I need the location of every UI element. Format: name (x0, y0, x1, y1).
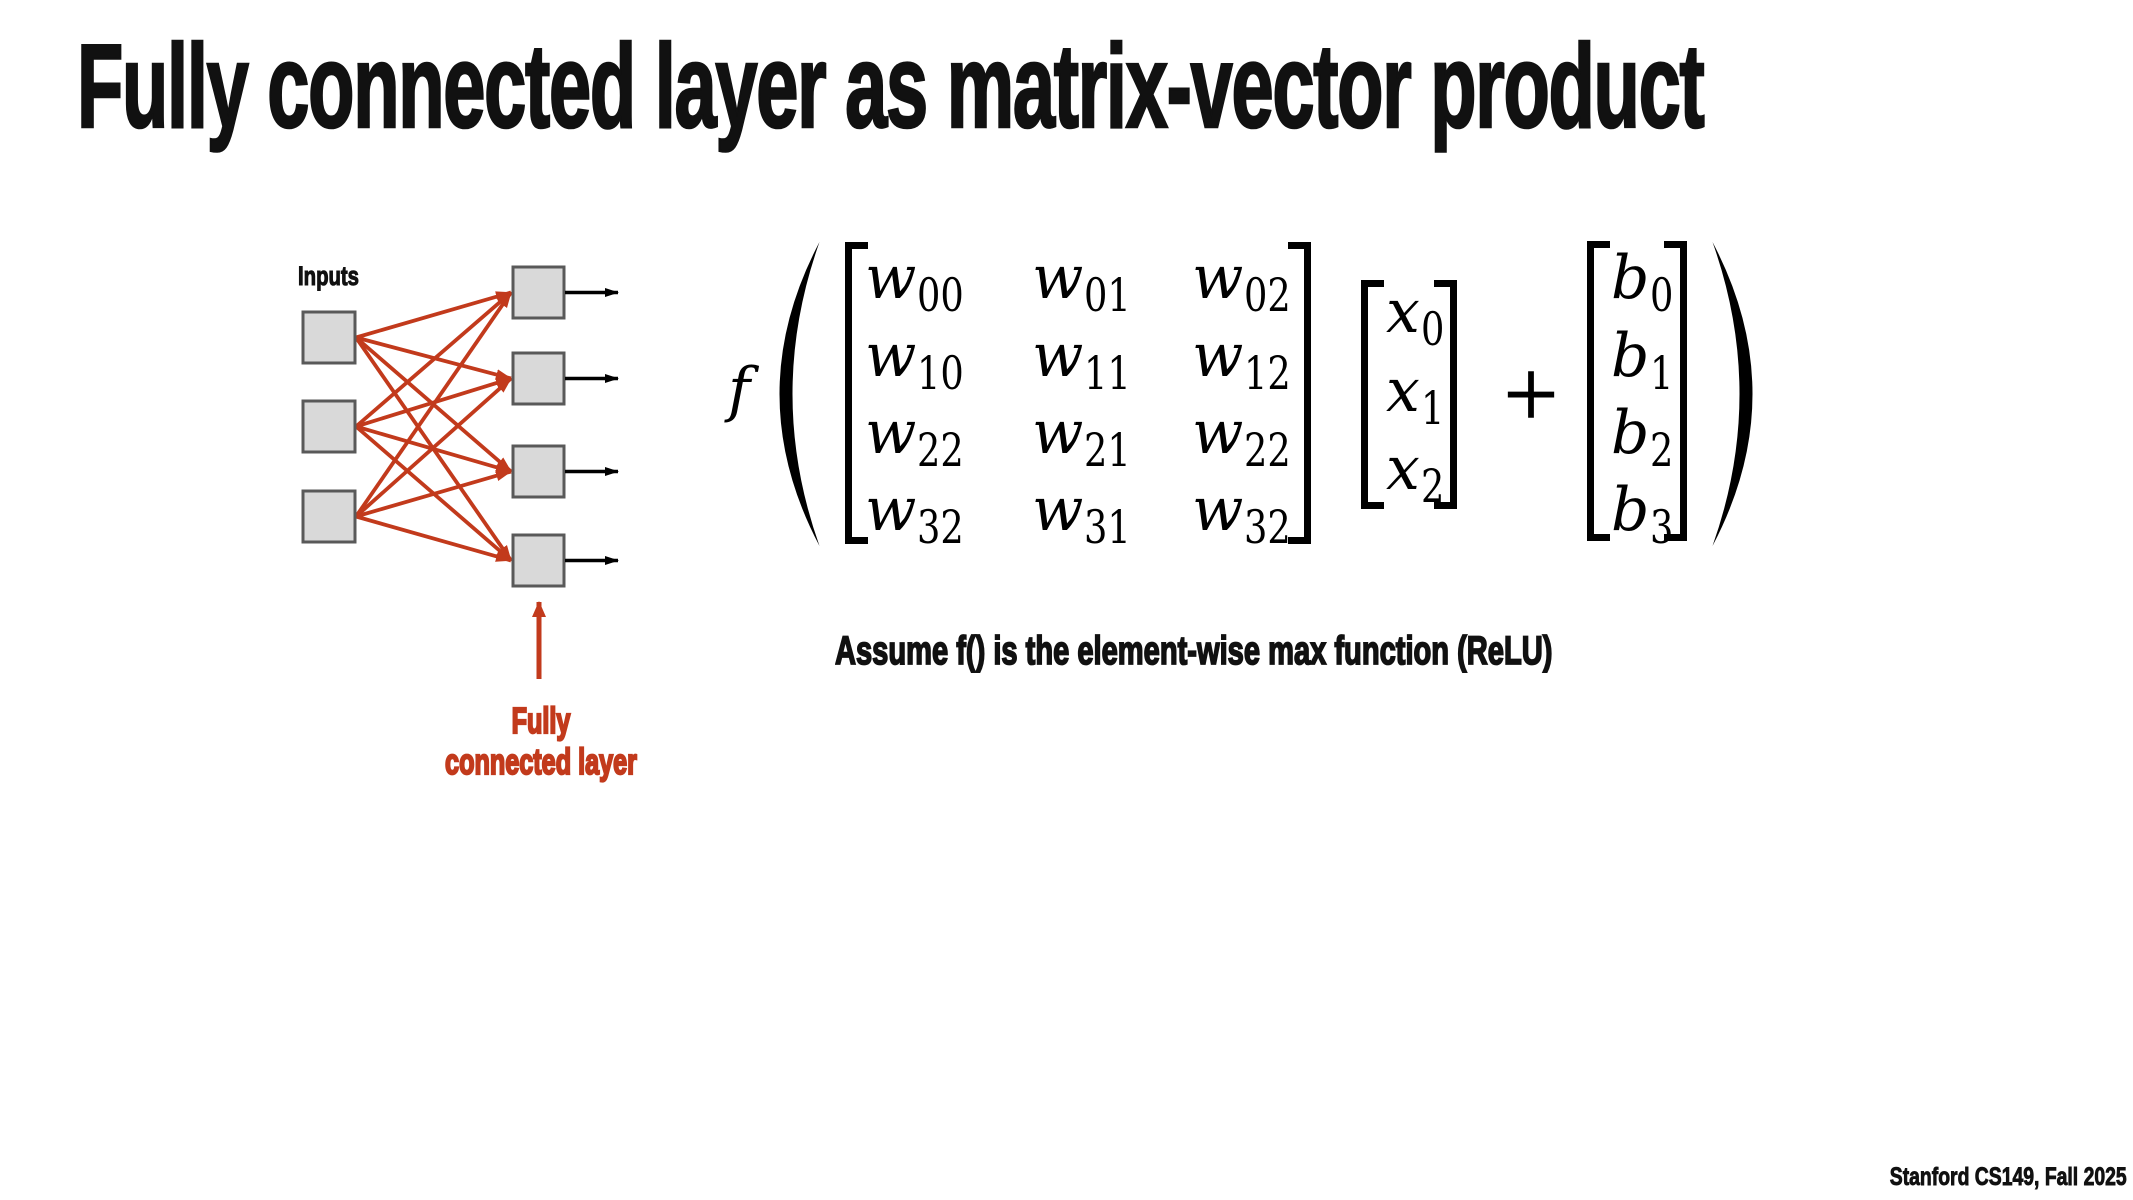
layer-label: Fully connected layer (436, 699, 646, 783)
output-arrows (565, 288, 619, 565)
x-left-bracket (1361, 280, 1384, 509)
input-node (301, 399, 357, 454)
matrix-left-bracket (845, 242, 868, 544)
network-diagram (301, 265, 619, 679)
b-cell: b0 (1611, 243, 1674, 322)
input-nodes (301, 310, 357, 544)
input-node (301, 310, 357, 365)
matrix-cell: w32 (1192, 475, 1292, 554)
matrix-cell: w21 (1032, 398, 1132, 477)
equation-f: f (728, 355, 751, 425)
output-node (511, 351, 566, 406)
inputs-label: Inputs (298, 261, 360, 291)
plus-sign: + (1500, 350, 1563, 436)
slide-title: Fully connected layer as matrix-vector p… (76, 20, 1705, 153)
right-paren (1712, 242, 1753, 546)
matrix-cell: w22 (1192, 398, 1292, 477)
b-left-bracket (1587, 241, 1610, 541)
x-cell: x1 (1386, 356, 1445, 435)
footer-credit: Stanford CS149, Fall 2025 (1890, 1163, 2128, 1191)
layer-label-line1: Fully (511, 699, 571, 742)
matrix-cell: w32 (865, 475, 965, 554)
matrix-cell: w00 (865, 243, 965, 322)
x-right-bracket (1434, 280, 1457, 509)
b-cell: b2 (1611, 398, 1674, 477)
left-paren (779, 242, 820, 546)
matrix-cell: w31 (1032, 475, 1132, 554)
input-node (301, 489, 357, 544)
matrix-cell: w12 (1192, 321, 1292, 400)
output-node (511, 265, 566, 320)
x-cell: x2 (1386, 434, 1445, 513)
connection-lines (354, 290, 513, 563)
matrix-cell: w01 (1032, 243, 1132, 322)
matrix-cell: w11 (1032, 321, 1132, 400)
b-right-bracket (1664, 241, 1687, 541)
matrix-cell: w02 (1192, 243, 1292, 322)
matrix-right-bracket (1288, 242, 1311, 544)
output-nodes (511, 265, 566, 588)
layer-label-line2: connected layer (444, 740, 637, 783)
x-cell: x0 (1386, 277, 1445, 356)
assumption-text: Assume f() is the element-wise max funct… (834, 629, 1553, 673)
output-node (511, 444, 566, 499)
b-cell: b1 (1611, 321, 1674, 400)
matrix-cell: w10 (865, 321, 965, 400)
output-node (511, 533, 566, 588)
matrix-cell: w22 (865, 398, 965, 477)
b-cell: b3 (1611, 475, 1674, 554)
